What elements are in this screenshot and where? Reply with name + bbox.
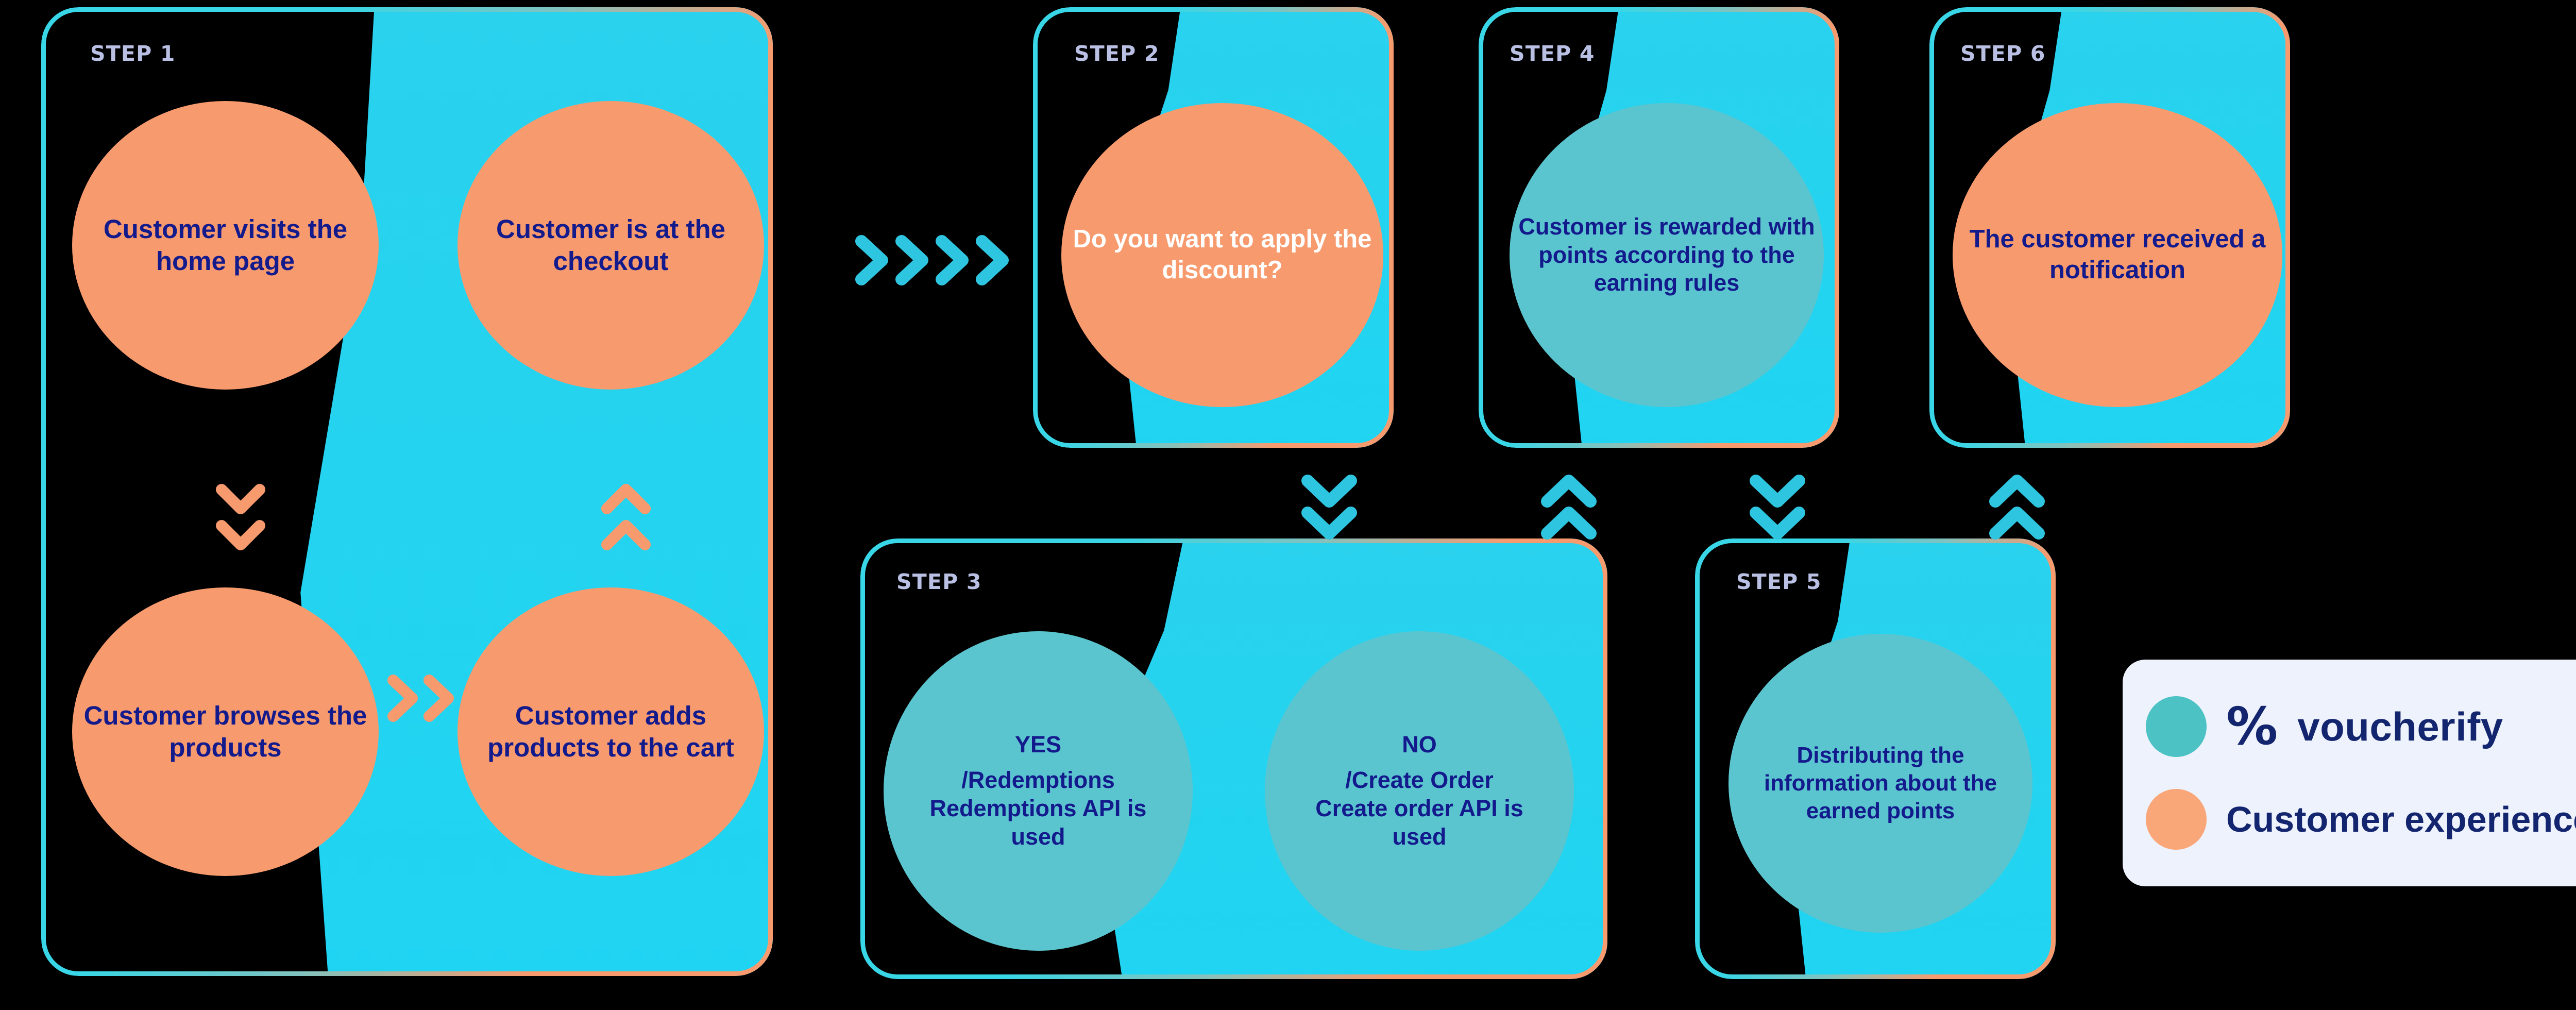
voucherify-logo: % voucherify (2226, 701, 2503, 752)
step-label-3: STEP 3 (896, 569, 982, 594)
step-label-2: STEP 2 (1074, 41, 1160, 66)
bubble-step2-question[interactable]: Do you want to apply the discount? (1061, 103, 1383, 407)
legend-swatch-voucherify (2146, 696, 2207, 757)
bubble-step6-notification[interactable]: The customer received a notification (1953, 103, 2282, 407)
legend-panel: % voucherify Customer experience (2123, 660, 2576, 886)
bubble-step1-checkout[interactable]: Customer is at the checkout (457, 101, 764, 390)
bubble-step5-distributing[interactable]: Distributing the information about the e… (1728, 634, 2032, 933)
chevron-up-icon-step3-to-step4 (1538, 466, 1600, 549)
chevron-right-icon-step1-middle (379, 670, 466, 727)
legend-swatch-customer-experience (2146, 789, 2207, 850)
chevron-up-icon-step1-right (598, 472, 654, 564)
bubble-step3-no[interactable]: NO /Create Order Create order API is use… (1265, 631, 1574, 951)
bubble-step3-yes[interactable]: YES /Redemptions Redemptions API is used (884, 631, 1193, 951)
step-label-6: STEP 6 (1960, 41, 2046, 66)
legend-item-customer-experience[interactable]: Customer experience (2146, 789, 2576, 850)
bubble-step1-visits[interactable]: Customer visits the home page (72, 101, 379, 390)
chevron-right-icon-step1-to-step2 (850, 227, 1015, 294)
bubble-step3-no-endpoint: /Create Order (1345, 767, 1494, 794)
bubble-step3-no-answer: NO (1402, 731, 1437, 758)
chevron-down-icon-step1-left (212, 472, 269, 564)
bubble-step1-adds-to-cart[interactable]: Customer adds products to the cart (457, 587, 764, 876)
chevron-down-icon-step2-to-step3 (1298, 466, 1360, 549)
voucherify-wordmark: voucherify (2297, 703, 2503, 749)
percent-icon: % (2226, 696, 2278, 756)
bubble-step1-browses[interactable]: Customer browses the products (72, 587, 379, 876)
chevron-down-icon-step4-to-step5 (1747, 466, 1808, 549)
chevron-up-icon-step5-to-step6 (1986, 466, 2048, 549)
legend-item-voucherify[interactable]: % voucherify (2146, 696, 2576, 757)
step-label-5: STEP 5 (1736, 569, 1822, 594)
step-label-4: STEP 4 (1510, 41, 1595, 66)
bubble-step4-rewarded[interactable]: Customer is rewarded with points accordi… (1510, 103, 1824, 407)
bubble-step3-yes-endpoint: /Redemptions (961, 767, 1115, 794)
step-label-1: STEP 1 (90, 41, 176, 66)
bubble-step3-yes-desc: Redemptions API is used (929, 795, 1147, 850)
legend-label-customer-experience: Customer experience (2226, 799, 2576, 839)
bubble-step3-no-desc: Create order API is used (1315, 795, 1523, 850)
bubble-step3-yes-answer: YES (1014, 731, 1062, 758)
